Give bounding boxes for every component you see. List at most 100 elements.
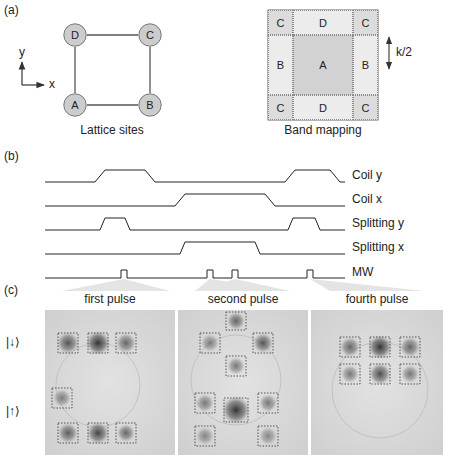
node-label: A bbox=[319, 59, 326, 71]
band-cell: C bbox=[268, 10, 293, 35]
lattice-site: D bbox=[63, 23, 87, 47]
node-label: C bbox=[362, 17, 370, 29]
atom-cloud bbox=[222, 396, 250, 424]
signal-name: Splitting x bbox=[352, 241, 404, 254]
atom-cloud bbox=[196, 394, 214, 412]
atom-cloud bbox=[53, 312, 420, 445]
pulse-fan bbox=[195, 279, 290, 291]
timing-trace bbox=[45, 194, 345, 206]
atom-cloud bbox=[57, 332, 79, 354]
roi-box bbox=[88, 333, 108, 353]
atom-cloud bbox=[58, 423, 78, 443]
roi-box bbox=[253, 333, 273, 353]
roi-box bbox=[116, 423, 136, 443]
axis-label: y bbox=[19, 46, 25, 59]
band-cell: A bbox=[293, 35, 353, 95]
atom-cloud bbox=[401, 365, 419, 383]
roi-box bbox=[116, 333, 136, 353]
timing-trace bbox=[45, 270, 345, 278]
atom-cloud bbox=[369, 363, 391, 385]
panel-letter: (c) bbox=[4, 284, 18, 297]
roi-box bbox=[88, 423, 108, 443]
atom-cloud bbox=[227, 312, 245, 330]
band-cell: C bbox=[353, 95, 378, 120]
atom-cloud bbox=[259, 427, 277, 445]
node-label: B bbox=[277, 59, 284, 71]
pulse-fan bbox=[310, 279, 425, 291]
image-title: first pulse bbox=[84, 293, 135, 306]
roi-box bbox=[258, 426, 278, 446]
roi-box bbox=[258, 393, 278, 413]
node-label: C bbox=[277, 102, 285, 114]
lattice-site: A bbox=[63, 93, 87, 117]
absorption-image bbox=[311, 310, 443, 455]
absorption-image bbox=[45, 310, 443, 455]
atom-cloud bbox=[368, 335, 392, 359]
axis-label: x bbox=[49, 78, 55, 91]
site-circle bbox=[139, 24, 161, 46]
signal-name: Coil y bbox=[352, 169, 382, 182]
node-label: D bbox=[319, 102, 327, 114]
roi-box bbox=[200, 333, 220, 353]
lattice-site: B bbox=[138, 93, 162, 117]
panel-letter: (a) bbox=[4, 4, 19, 17]
lattice-bond bbox=[87, 34, 138, 35]
node-label: C bbox=[362, 102, 370, 114]
roi-box bbox=[52, 312, 420, 446]
image-title: fourth pulse bbox=[346, 293, 409, 306]
roi-box bbox=[400, 364, 420, 384]
pulse-fan bbox=[195, 279, 290, 291]
state-label: |↑⟩ bbox=[6, 405, 20, 418]
roi-box bbox=[370, 337, 390, 357]
roi-box bbox=[226, 356, 246, 376]
absorption-image bbox=[56, 343, 140, 427]
dimension-arrow bbox=[388, 37, 389, 69]
atom-cloud bbox=[400, 337, 420, 357]
roi-box bbox=[58, 333, 78, 353]
lattice-site: C bbox=[138, 23, 162, 47]
roi-box bbox=[340, 364, 360, 384]
dimension-label: k/2 bbox=[396, 46, 412, 59]
timing-trace bbox=[45, 170, 345, 278]
band-cell: D bbox=[293, 10, 353, 35]
panel-letter: (b) bbox=[4, 150, 19, 163]
atom-cloud bbox=[201, 334, 219, 352]
site-circle bbox=[139, 94, 161, 116]
band-cell: B bbox=[268, 35, 293, 95]
roi-box bbox=[370, 364, 390, 384]
roi-box bbox=[58, 423, 78, 443]
node-label: C bbox=[277, 17, 285, 29]
state-label: |↓⟩ bbox=[6, 336, 20, 349]
atom-cloud bbox=[87, 422, 109, 444]
atom-cloud bbox=[53, 389, 71, 407]
axes bbox=[22, 62, 44, 85]
pulse-fan bbox=[62, 279, 170, 291]
absorption-image bbox=[178, 310, 308, 455]
roi-box bbox=[195, 393, 215, 413]
band-map-frame bbox=[268, 10, 378, 120]
dimension-arrow bbox=[388, 37, 389, 69]
site-circle bbox=[64, 94, 86, 116]
lattice-bond bbox=[87, 104, 138, 105]
pulse-fan bbox=[62, 279, 425, 291]
atom-cloud bbox=[259, 394, 277, 412]
node-label: B bbox=[146, 99, 153, 111]
atom-cloud bbox=[341, 365, 359, 383]
signal-name: Splitting y bbox=[352, 217, 404, 230]
signal-name: MW bbox=[352, 266, 373, 279]
atom-cloud bbox=[86, 331, 110, 355]
absorption-image bbox=[45, 310, 175, 455]
timing-trace bbox=[45, 218, 345, 230]
band-cell: C bbox=[268, 95, 293, 120]
node-label: D bbox=[319, 17, 327, 29]
node-label: A bbox=[71, 99, 78, 111]
roi-box bbox=[340, 337, 360, 357]
roi-box bbox=[226, 312, 246, 330]
node-label: B bbox=[362, 59, 369, 71]
site-circle bbox=[64, 24, 86, 46]
absorption-image bbox=[56, 335, 428, 438]
axes bbox=[21, 62, 22, 85]
roi-box bbox=[195, 426, 215, 446]
axes bbox=[22, 84, 44, 85]
